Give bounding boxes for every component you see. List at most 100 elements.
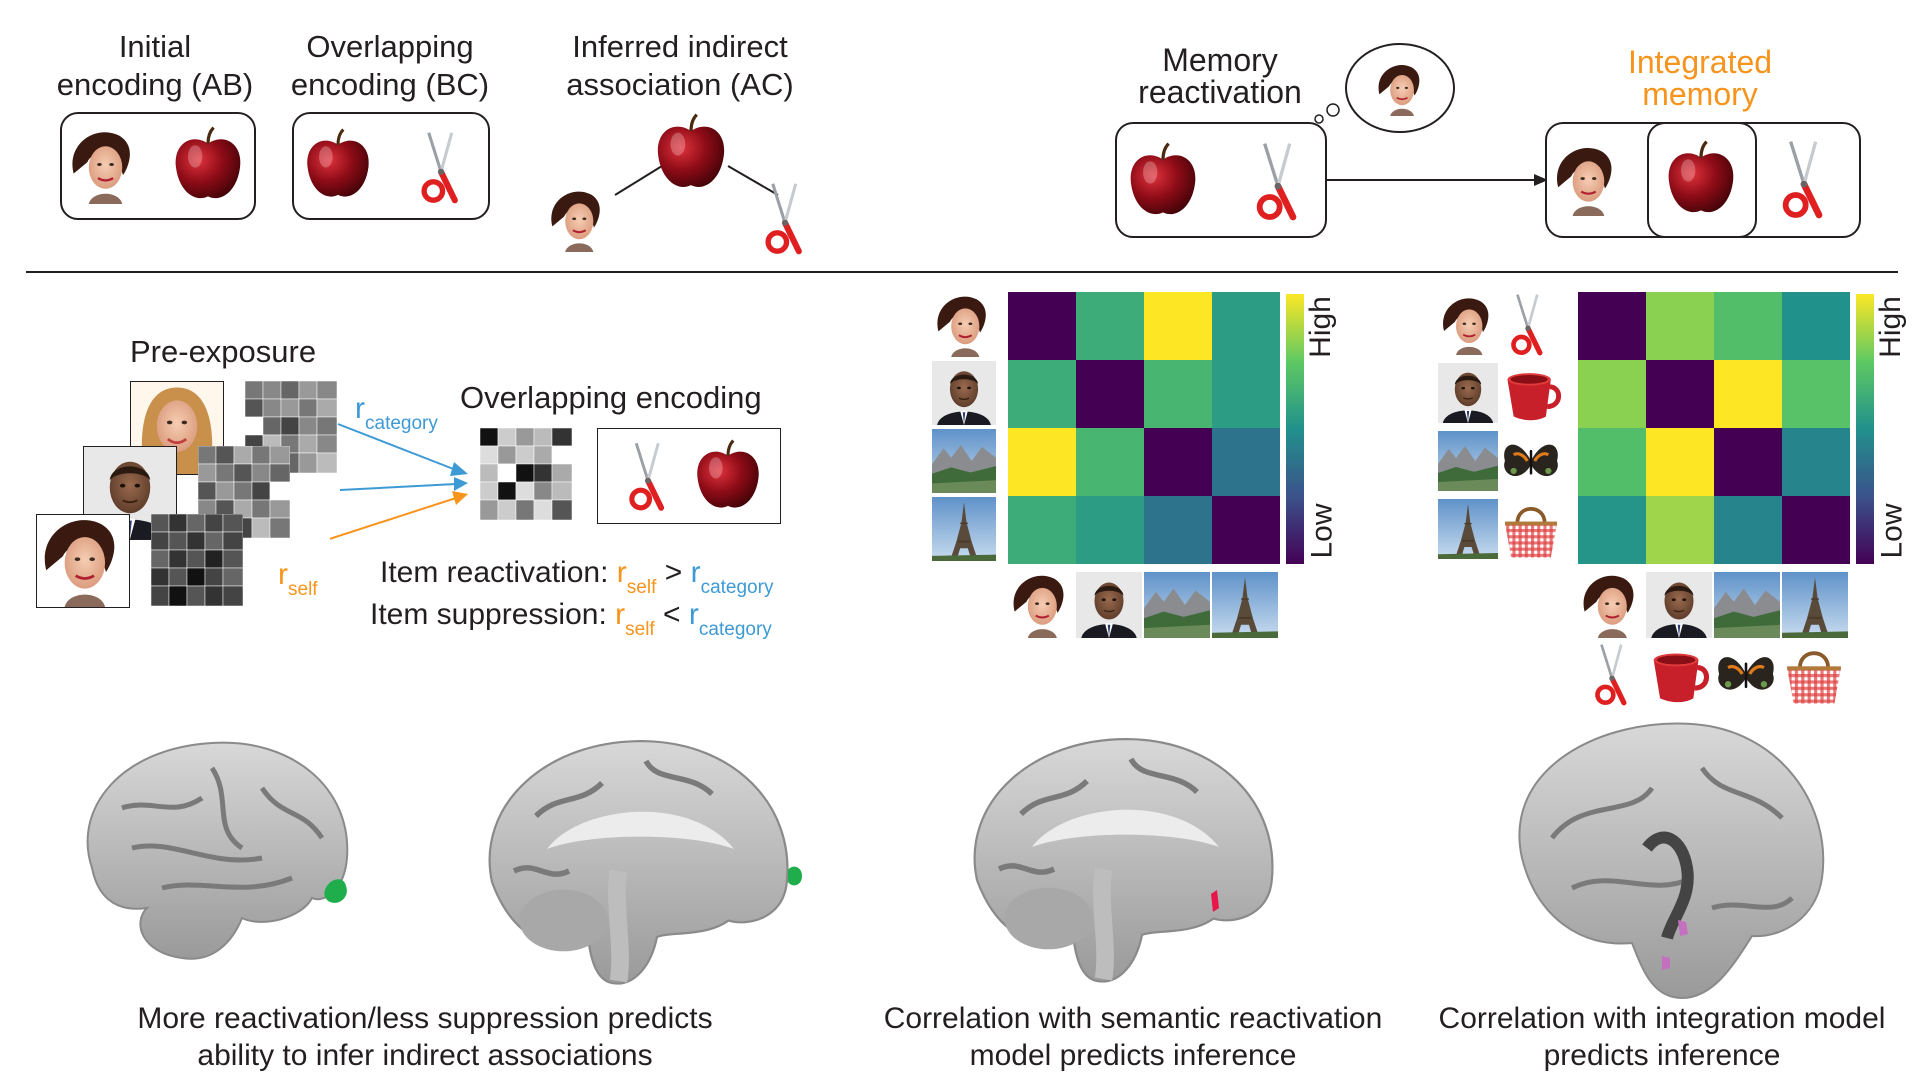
integration-similarity-matrix	[1578, 292, 1850, 564]
matrix-cell-0-1	[1646, 292, 1714, 360]
woman-face-image	[1551, 132, 1623, 228]
semantic-colorbar-high: High	[1303, 296, 1337, 358]
matrix-cell-0-1	[1076, 292, 1144, 360]
semantic-row-images	[932, 292, 998, 564]
scissors-image	[1779, 136, 1829, 224]
woman-face-image	[1578, 572, 1644, 638]
integration-row-images	[1438, 292, 1566, 564]
scissors-image	[626, 439, 670, 515]
scissors-image	[1253, 138, 1303, 226]
similarity-arrows	[330, 423, 468, 540]
matrix-cell-1-1	[1646, 360, 1714, 428]
matrix-cell-2-1	[1646, 428, 1714, 496]
inferred-association-diagram	[546, 112, 830, 270]
landscape-image	[1144, 572, 1210, 638]
scissors-image	[1592, 642, 1632, 708]
butterfly-image	[1500, 430, 1562, 492]
mug-image	[1646, 642, 1710, 706]
man-face-image	[1076, 572, 1142, 638]
matrix-cell-3-1	[1076, 496, 1144, 564]
arrow-to-integrated	[1326, 174, 1548, 186]
matrix-cell-3-3	[1212, 496, 1280, 564]
label-inferred-association: Inferred indirect association (AC)	[566, 29, 794, 102]
man-face-image	[932, 360, 996, 426]
landscape-image	[1438, 428, 1498, 494]
matrix-cell-0-2	[1714, 292, 1782, 360]
matrix-cell-0-0	[1578, 292, 1646, 360]
matrix-cell-2-2	[1714, 428, 1782, 496]
woman-face-image	[66, 118, 142, 214]
matrix-cell-3-2	[1144, 496, 1212, 564]
eiffel-tower-image	[1438, 496, 1498, 562]
label-memory-reactivation: Memory reactivation	[1138, 42, 1302, 110]
matrix-cell-1-3	[1212, 360, 1280, 428]
ab-pair-box	[60, 112, 256, 220]
matrix-cell-1-0	[1008, 360, 1076, 428]
integration-colorbar-low: Low	[1875, 503, 1909, 559]
apple-image	[300, 122, 376, 210]
eiffel-tower-image	[1782, 572, 1848, 638]
integration-colorbar-high: High	[1873, 296, 1907, 358]
mug-image	[1500, 362, 1562, 424]
label-integrated-memory: Integrated memory	[1627, 44, 1773, 112]
r-self-label: rself	[278, 558, 318, 600]
overlapping-encoding-title: Overlapping encoding	[460, 380, 762, 415]
matrix-cell-3-1	[1646, 496, 1714, 564]
woman-face-image	[37, 515, 129, 607]
r-category-label: rcategory	[355, 392, 438, 434]
matrix-cell-2-0	[1578, 428, 1646, 496]
caption-semantic: Correlation with semantic reactivation m…	[883, 1002, 1383, 1072]
semantic-colorbar-low: Low	[1305, 503, 1339, 559]
overlap-pair-box	[597, 428, 781, 524]
matrix-cell-0-0	[1008, 292, 1076, 360]
pattern-overlap	[480, 428, 572, 520]
brain-lateral-view	[62, 718, 392, 988]
man-face-image	[1646, 572, 1712, 638]
label-overlapping-encoding: Overlapping encoding (BC)	[290, 29, 490, 102]
label-initial-encoding: Initial encoding (AB)	[56, 29, 254, 102]
matrix-cell-0-3	[1782, 292, 1850, 360]
brain-medial-view-2	[955, 708, 1295, 1008]
woman-face-card	[36, 514, 130, 608]
woman-face-image	[1008, 572, 1074, 638]
basket-image	[1500, 498, 1562, 560]
basket-image	[1782, 642, 1846, 706]
item-suppression-formula: Item suppression: rself < rcategory	[370, 598, 772, 640]
butterfly-image	[1714, 642, 1778, 706]
scissors-image	[418, 128, 464, 208]
integrated-memory-box	[1545, 122, 1861, 238]
memory-reactivation-box	[1115, 122, 1327, 238]
matrix-cell-0-2	[1144, 292, 1212, 360]
pattern-woman	[151, 514, 243, 606]
matrix-cell-2-1	[1076, 428, 1144, 496]
caption-integration: Correlation with integration model predi…	[1438, 1002, 1886, 1072]
matrix-cell-0-3	[1212, 292, 1280, 360]
matrix-cell-3-2	[1714, 496, 1782, 564]
woman-face-image	[932, 292, 996, 358]
eiffel-tower-image	[1212, 572, 1278, 638]
woman-face-image	[1438, 292, 1498, 358]
matrix-cell-1-2	[1144, 360, 1212, 428]
thought-bubble	[1314, 43, 1455, 133]
matrix-cell-3-0	[1008, 496, 1076, 564]
integration-colorbar	[1856, 294, 1874, 564]
semantic-col-images	[1008, 572, 1280, 638]
matrix-cell-2-3	[1212, 428, 1280, 496]
matrix-cell-3-3	[1782, 496, 1850, 564]
integration-col-images	[1578, 572, 1850, 708]
apple-image	[1123, 136, 1203, 228]
apple-image	[168, 120, 248, 212]
matrix-cell-2-2	[1144, 428, 1212, 496]
brain-coronal-sagittal-view	[1518, 722, 1825, 1000]
semantic-colorbar	[1286, 294, 1304, 564]
semantic-similarity-matrix	[1008, 292, 1280, 564]
matrix-cell-2-0	[1008, 428, 1076, 496]
apple-image	[690, 437, 766, 517]
scissors-image	[1508, 292, 1548, 358]
matrix-cell-2-3	[1782, 428, 1850, 496]
apple-image	[1661, 134, 1741, 226]
pre-exposure-title: Pre-exposure	[130, 334, 317, 369]
landscape-image	[1714, 572, 1780, 638]
landscape-image	[932, 428, 996, 494]
caption-reactivation: More reactivation/less suppression predi…	[137, 1002, 713, 1072]
